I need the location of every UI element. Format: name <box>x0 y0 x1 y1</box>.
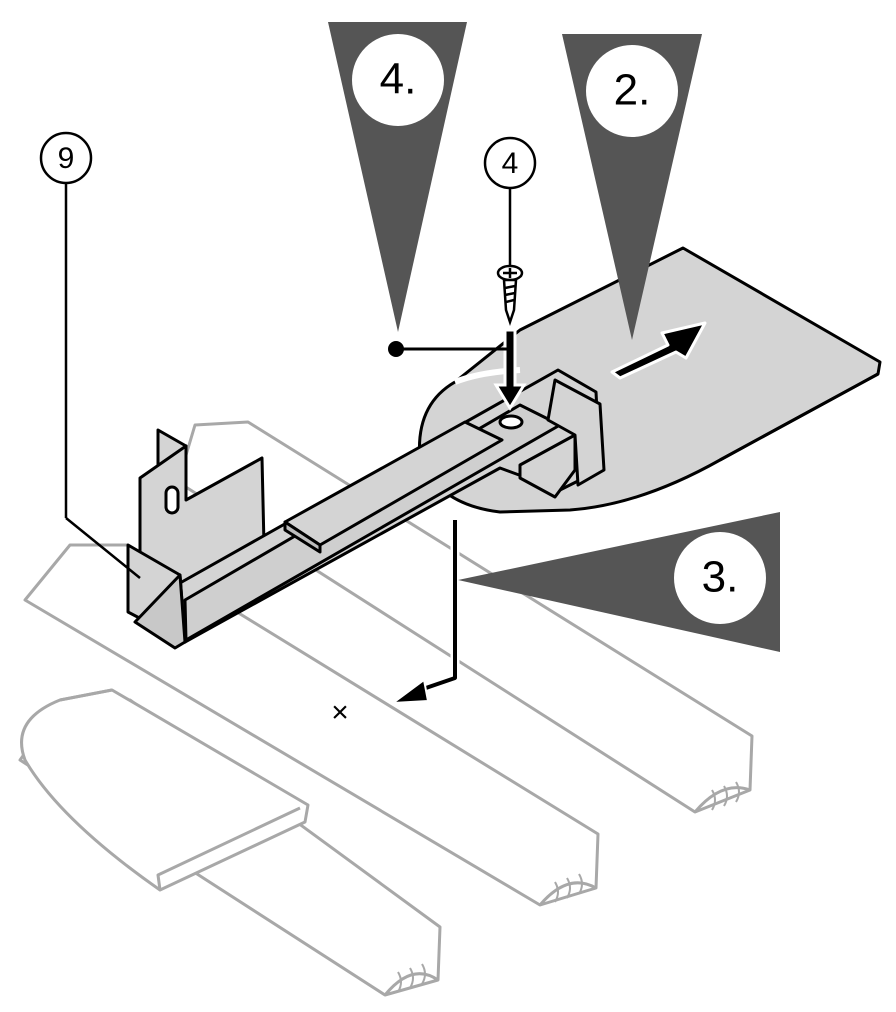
pointer-leader <box>388 341 508 357</box>
step-pointer-2: 2. <box>562 34 702 340</box>
step-label-4: 4. <box>380 55 417 104</box>
callout-part-9: 9 <box>39 131 141 579</box>
step-label-3: 3. <box>702 553 739 602</box>
cross-mark: × <box>331 696 349 729</box>
step-pointer-4: 4. <box>328 22 467 332</box>
insert-arrow <box>493 328 527 411</box>
callout-part-4: 4 <box>483 136 537 266</box>
bracket-part <box>126 368 606 650</box>
pointer-dot <box>388 341 404 357</box>
step-pointer-3: 3. <box>458 512 780 652</box>
bracket-slot <box>164 485 180 515</box>
callout-label-4: 4 <box>502 147 519 180</box>
callout-label-9: 9 <box>58 142 75 175</box>
screw-part <box>496 264 524 326</box>
screw-hole <box>498 414 524 430</box>
place-arrow <box>389 520 460 705</box>
step-label-2: 2. <box>614 66 651 115</box>
mat-piece <box>20 688 310 892</box>
slide-arrow <box>610 321 707 380</box>
